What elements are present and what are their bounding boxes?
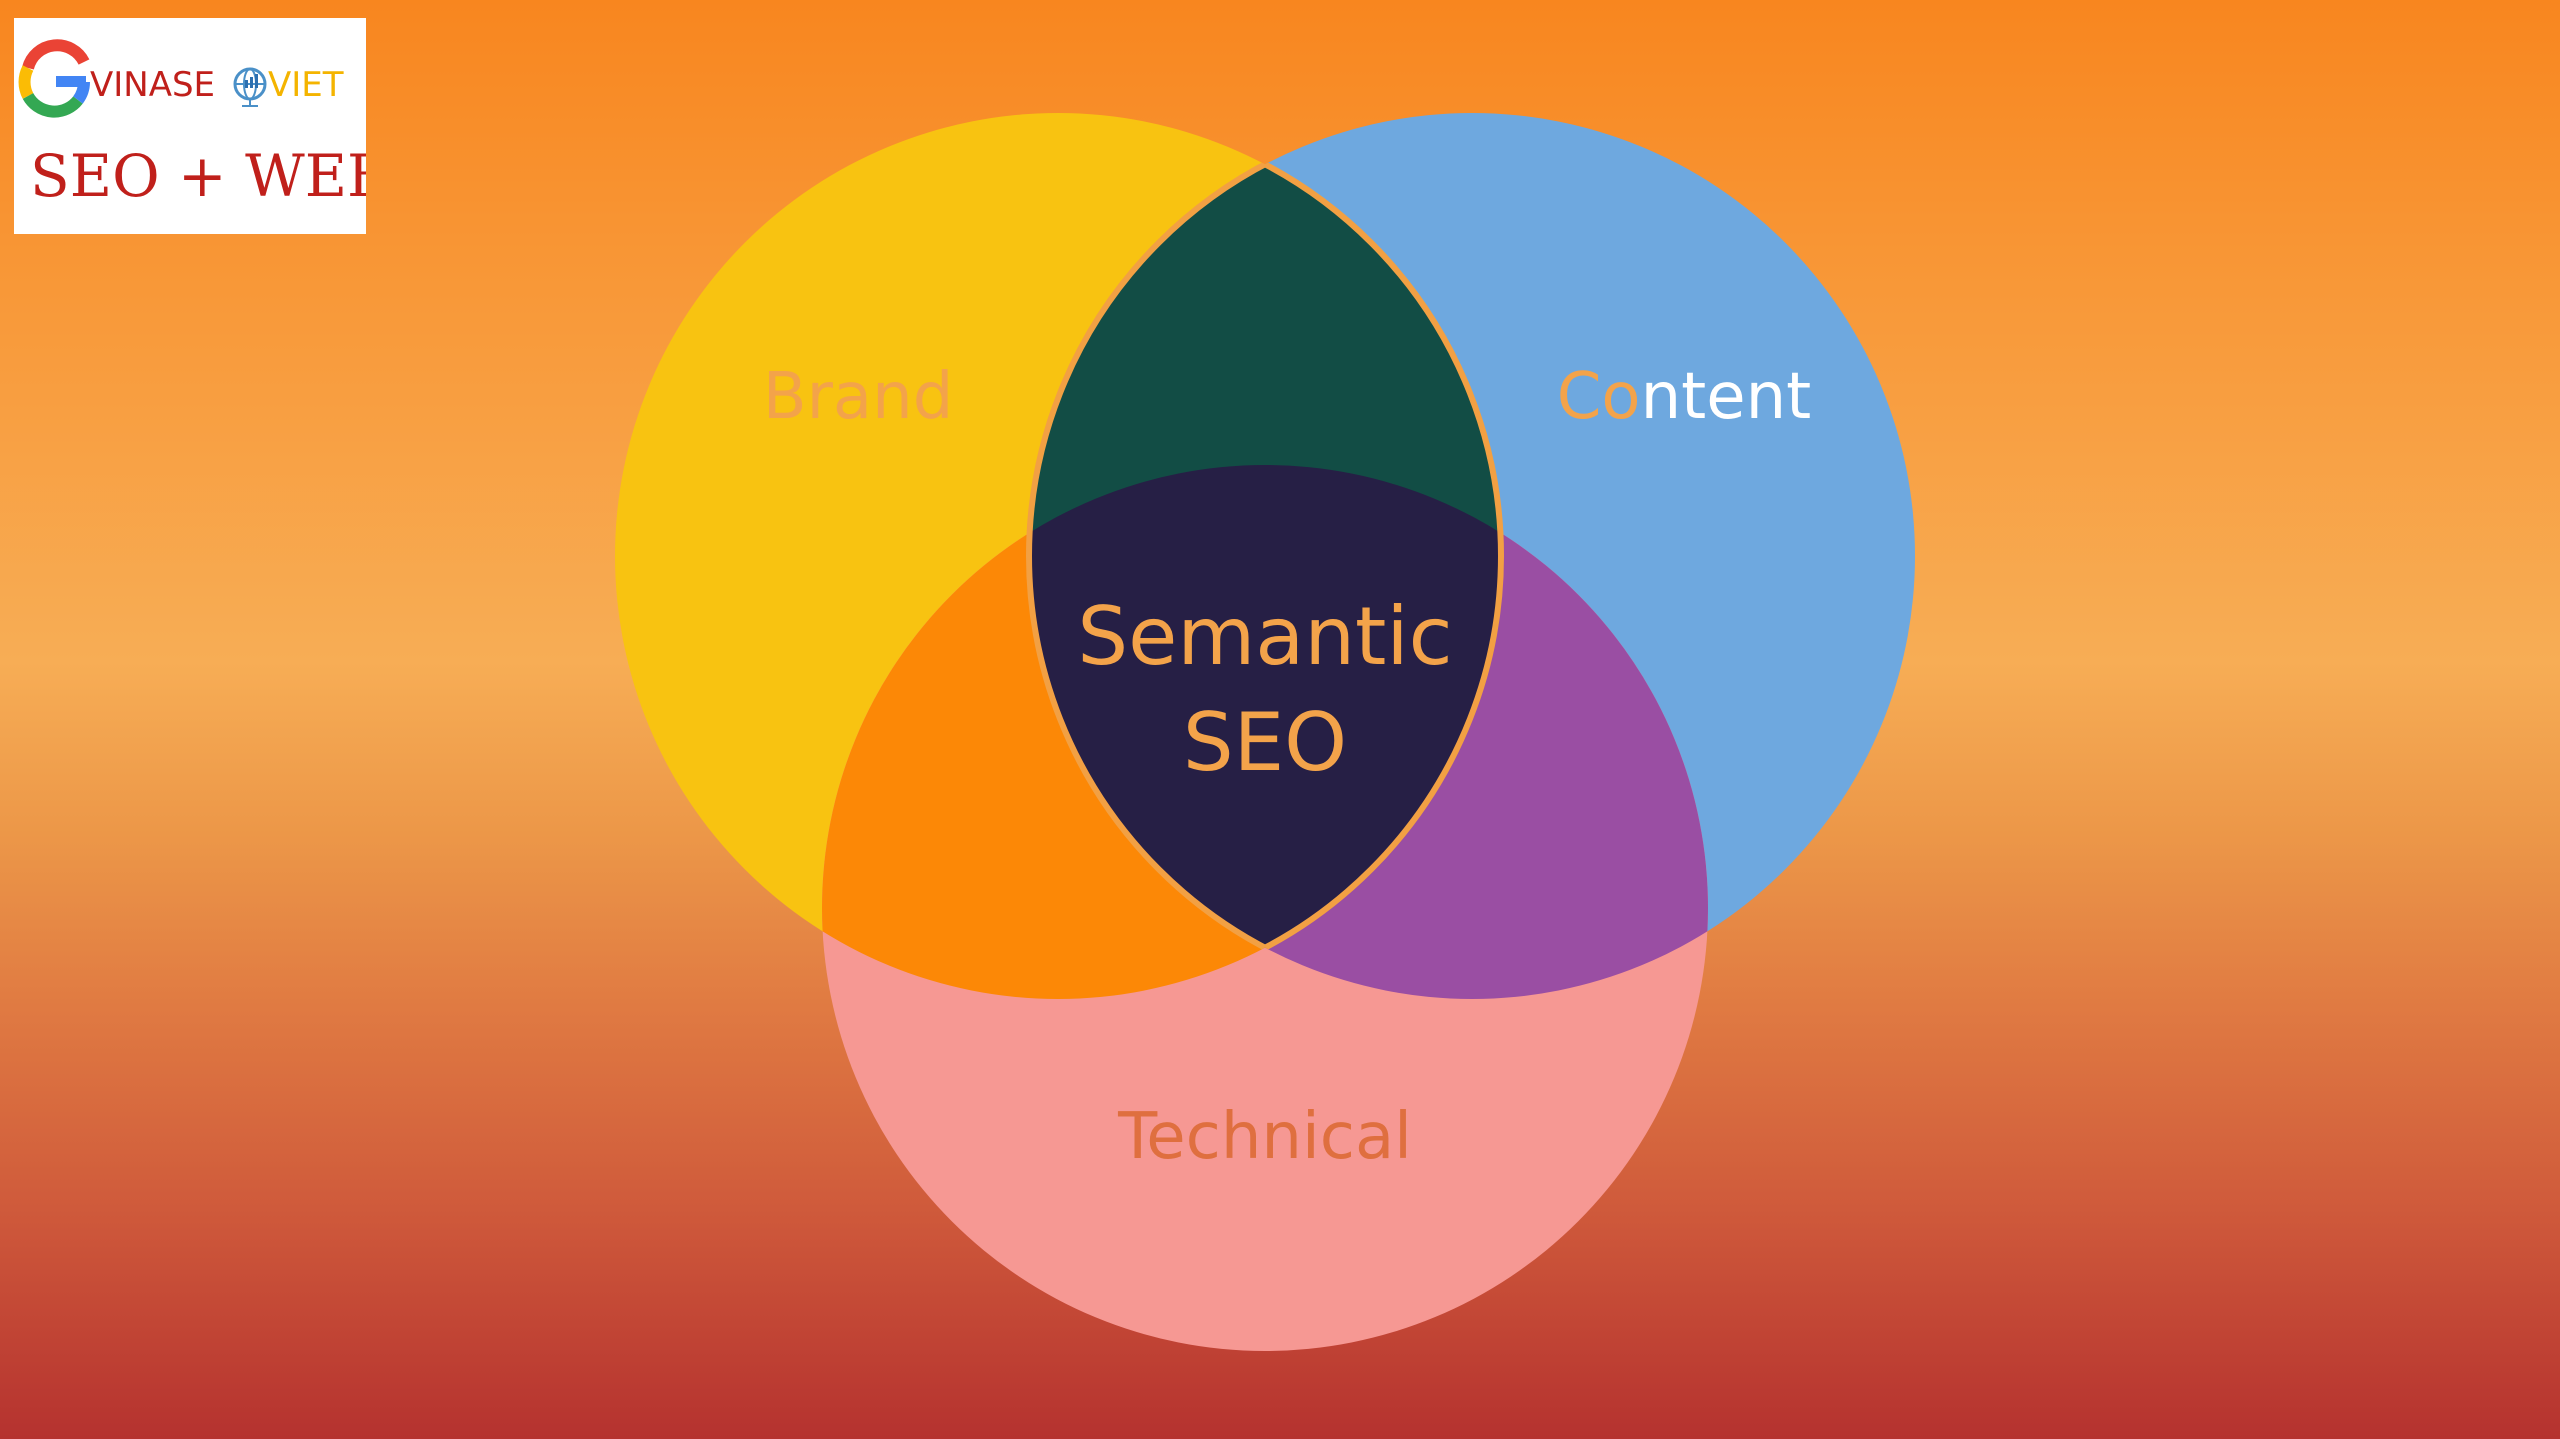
logo-brand-prefix: VINASE bbox=[90, 65, 215, 105]
technical-label: Technical bbox=[1117, 1100, 1412, 1174]
google-g-icon bbox=[18, 39, 90, 118]
brand-label: Brand bbox=[763, 360, 954, 434]
lens-outline-left bbox=[1029, 113, 1504, 999]
semantic-label: Semantic bbox=[1077, 590, 1452, 683]
logo-tagline: SEO + WEB bbox=[30, 142, 366, 210]
logo-brand-suffix: VIET bbox=[268, 65, 344, 105]
seo-label: SEO bbox=[1183, 696, 1347, 789]
logo-graphic: VINASEOOVIET SEO + WEB bbox=[18, 39, 366, 210]
globe-icon bbox=[233, 67, 267, 107]
content-label: Content bbox=[1557, 360, 1812, 434]
vinaseoviet-logo: VINASEOOVIET SEO + WEB bbox=[14, 18, 366, 234]
lens-outline-right bbox=[1026, 113, 1501, 999]
